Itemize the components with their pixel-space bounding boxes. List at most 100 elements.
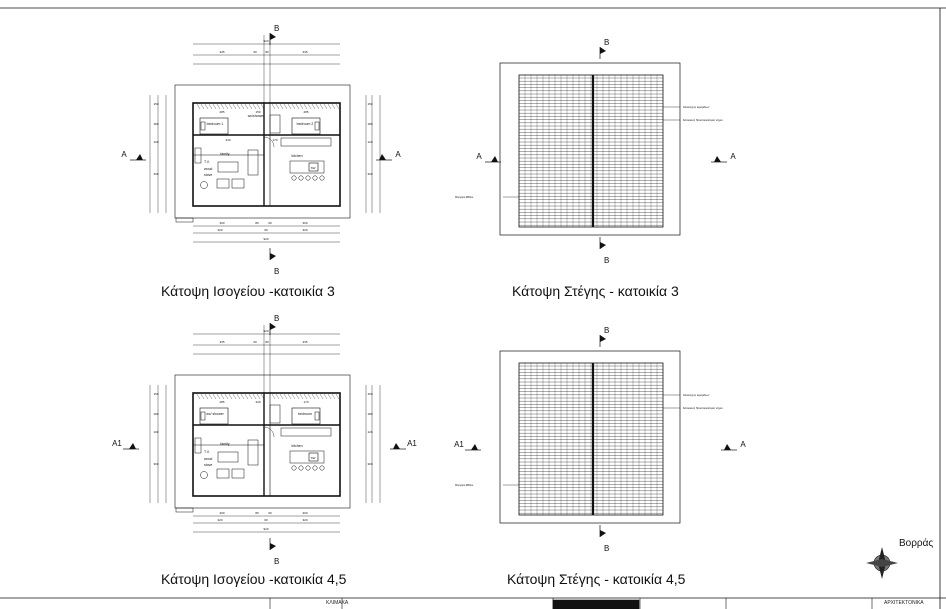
- kitchen-counter: [280, 427, 332, 437]
- eaves-hatch: [208, 103, 213, 110]
- wc-fixture: [269, 114, 281, 134]
- stove-label: wood: [204, 457, 212, 461]
- eaves-hatch: [323, 103, 328, 110]
- section-label: A1: [112, 439, 122, 448]
- dim-text-inner: 285: [219, 110, 224, 114]
- dim-text-left: 100: [153, 140, 158, 144]
- dim-text-left: 180: [153, 122, 158, 126]
- sofa: [216, 468, 230, 479]
- section-arrow: [600, 242, 606, 249]
- dim-text-left: 180: [153, 412, 158, 416]
- dim-text-inner: 285: [219, 400, 224, 404]
- section-arrow: [714, 156, 721, 162]
- dim-text-left: 150: [153, 392, 158, 396]
- eaves-hatch: [196, 103, 201, 110]
- section-label: A: [476, 152, 482, 161]
- section-arrow: [129, 443, 136, 449]
- roof-frame: [499, 62, 681, 236]
- wood-stove-icon: [200, 181, 208, 189]
- stool: [291, 465, 297, 471]
- sofa: [231, 178, 245, 189]
- paving-outline: [174, 84, 351, 219]
- section-label: B: [274, 267, 279, 276]
- section-arrow: [600, 335, 606, 342]
- eaves-hatch: [299, 393, 304, 400]
- stool: [291, 175, 297, 181]
- eaves-hatch: [216, 393, 221, 400]
- tv-unit: [194, 147, 202, 164]
- eaves-hatch: [260, 103, 265, 110]
- caption-roof-3: Κάτοψη Στέγης - κατοικία 3: [512, 283, 679, 299]
- house-outline: [192, 102, 341, 207]
- dim-text-bottom2: 320: [217, 518, 222, 522]
- dim-text-bottom: 80: [255, 511, 259, 515]
- house-outline: [192, 392, 341, 497]
- eaves-hatch: [200, 103, 205, 110]
- sofa-side: [247, 149, 259, 176]
- dim-text-right: 180: [367, 412, 372, 416]
- stool: [312, 465, 318, 471]
- eaves-hatch: [248, 103, 253, 110]
- dim-text-top: 80: [265, 340, 269, 344]
- pillow: [314, 121, 320, 131]
- dim-text-bottom2: 60: [264, 228, 268, 232]
- eaves-hatch: [216, 103, 221, 110]
- room-label: wc/ shower: [206, 412, 224, 416]
- section-marker-bottom: B: [599, 525, 609, 553]
- entry-step: [175, 217, 194, 223]
- eaves-hatch: [327, 103, 332, 110]
- section-label: B: [604, 38, 609, 47]
- eaves-hatch: [271, 103, 276, 110]
- section-label: A: [740, 440, 746, 449]
- title-block-label: ΑΡΧΙΤΕΚΤΟΝΙΚΑ: [884, 600, 924, 606]
- stool: [312, 175, 318, 181]
- dim-text-bottom2: 320: [217, 228, 222, 232]
- dim-text-bottom2: 320: [302, 518, 307, 522]
- leader-text: Καλλιτέχνες κεραμίδιων: [683, 394, 710, 397]
- section-arrow: [600, 47, 606, 54]
- dim-text-top: 335: [302, 340, 307, 344]
- eaves-hatch: [323, 393, 328, 400]
- sw-appliance: [308, 162, 319, 172]
- eaves-hatch: [244, 103, 249, 110]
- dim-text-inner: 170: [272, 138, 277, 142]
- dim-text-top: 335: [219, 50, 224, 54]
- dim-text-bottom: 60: [268, 221, 272, 225]
- section-arrow: [270, 543, 276, 550]
- dim-text-bottom: 60: [268, 511, 272, 515]
- eaves-hatch: [303, 103, 308, 110]
- dim-text-right: 180: [367, 122, 372, 126]
- eaves-hatch: [283, 393, 288, 400]
- dim-text-top: 335: [219, 340, 224, 344]
- dim-text-bottom: 300: [302, 511, 307, 515]
- section-arrow: [724, 444, 731, 450]
- dim-text-total-bottom: 920: [263, 237, 268, 241]
- section-marker-right-roof-3: A: [711, 152, 736, 163]
- dim-text-bottom: 300: [302, 221, 307, 225]
- section-label: B: [274, 24, 279, 33]
- stool: [305, 175, 311, 181]
- eaves-hatch: [319, 103, 324, 110]
- eaves-hatch: [271, 393, 276, 400]
- eaves-hatch: [260, 393, 265, 400]
- dim-text-top: 335: [302, 50, 307, 54]
- section-label: B: [274, 557, 279, 566]
- room-label: family: [220, 152, 229, 156]
- section-arrow: [270, 33, 276, 40]
- eaves-hatch: [327, 393, 332, 400]
- section-label: B: [604, 544, 609, 553]
- leader-text: Καλλιτέχνες κεραμίδιων: [683, 106, 710, 109]
- sofa: [231, 468, 245, 479]
- dim-text-bottom: 300: [219, 221, 224, 225]
- dim-text-right: 120: [367, 430, 372, 434]
- roof-frame: [499, 350, 681, 524]
- eaves-hatch: [291, 103, 296, 110]
- dim-text-bottom: 300: [219, 511, 224, 515]
- section-marker-bottom: B: [269, 248, 279, 276]
- door-swing: [263, 426, 275, 438]
- title-block-logo: [552, 599, 640, 609]
- eaves-hatch: [307, 103, 312, 110]
- eaves-hatch: [331, 393, 336, 400]
- eaves-hatch: [228, 393, 233, 400]
- stove-label: stove: [204, 173, 212, 177]
